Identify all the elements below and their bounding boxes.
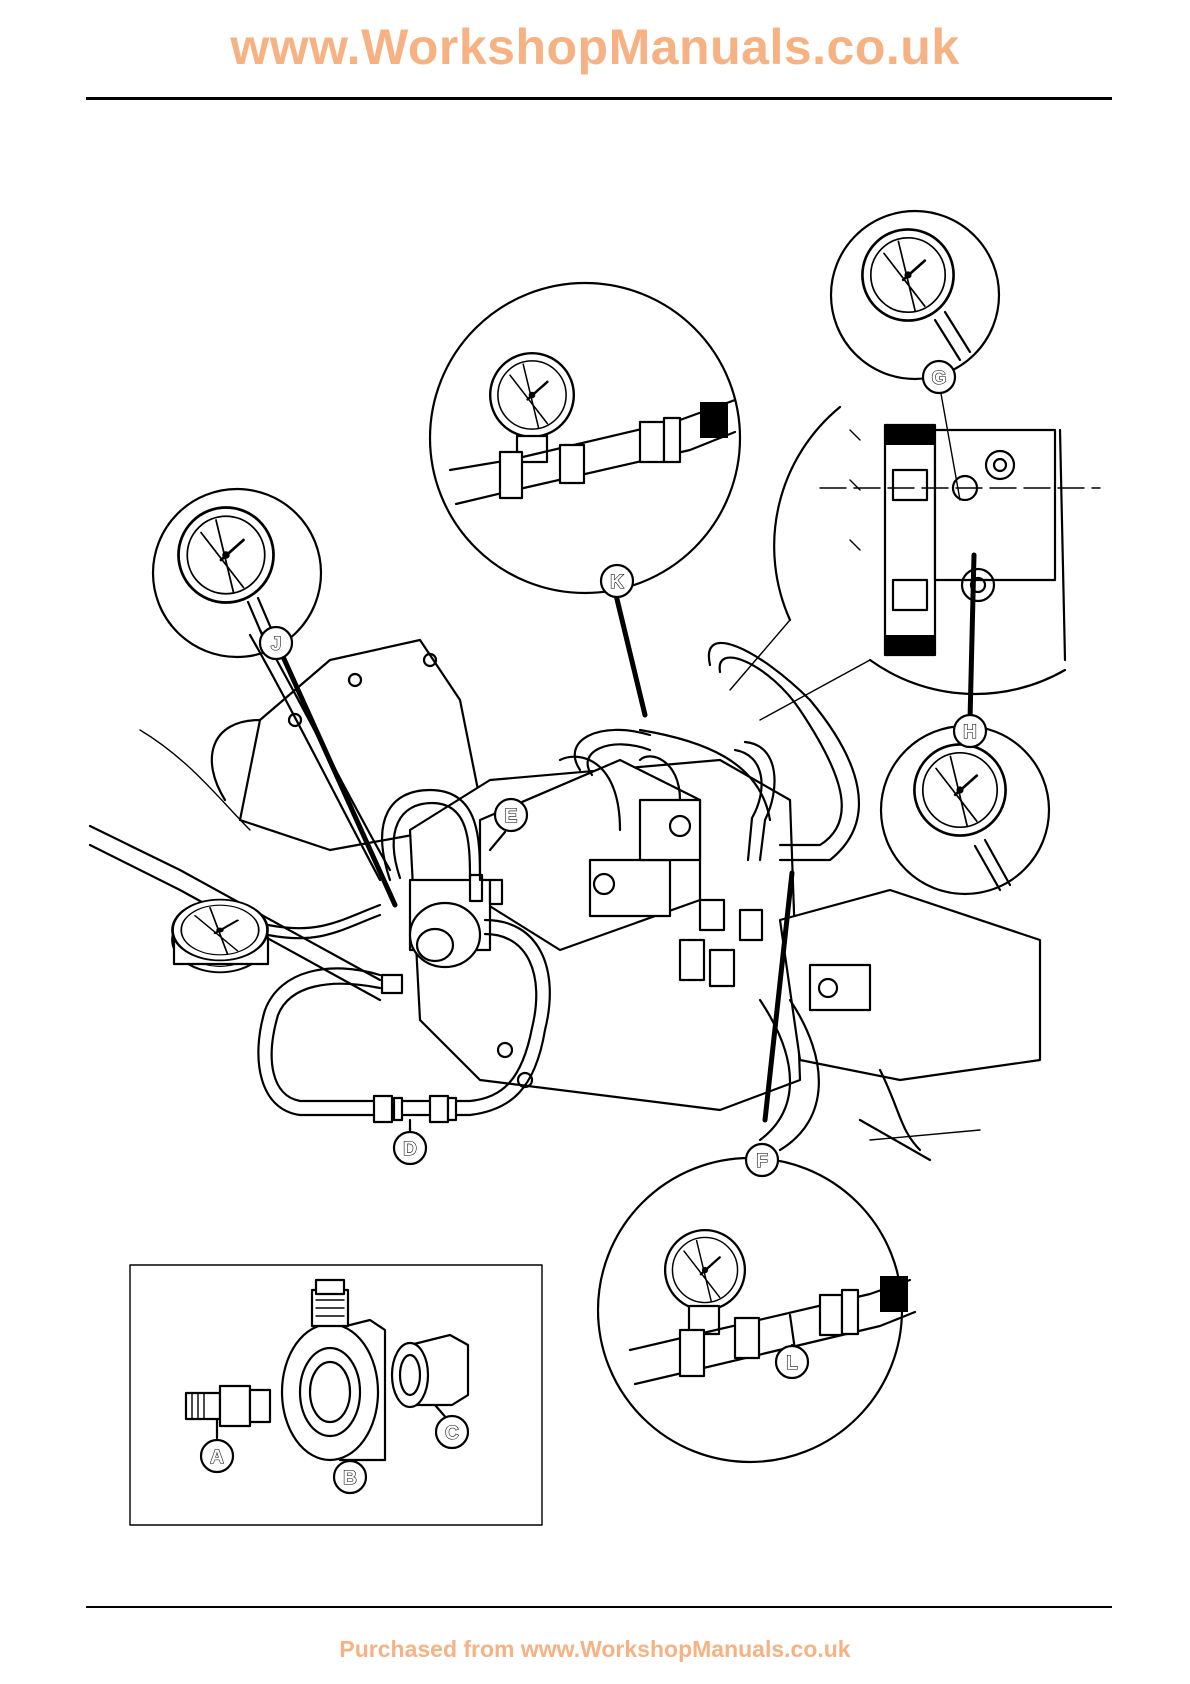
footer-purchase-link[interactable]: Purchased from www.WorkshopManuals.co.uk [0,1636,1190,1663]
callout-k: K [601,565,633,597]
callout-e: E [495,799,527,831]
callout-g: G [923,361,955,393]
detail-j [153,489,321,657]
svg-text:D: D [403,1139,417,1160]
detail-k [430,283,740,593]
callout-a: A [201,1440,233,1472]
footer-divider [86,1606,1112,1608]
svg-text:F: F [756,1151,768,1172]
svg-text:B: B [343,1468,357,1489]
callout-d: D [394,1132,426,1164]
svg-text:C: C [445,1423,459,1444]
callout-b: B [334,1461,366,1493]
detail-f [598,1158,915,1462]
detail-valve-block [730,407,1100,720]
callout-h: H [954,715,986,747]
detail-h [881,726,1049,894]
detail-g [831,211,999,379]
callout-j: J [260,627,292,659]
svg-text:G: G [932,368,947,389]
callout-c: C [436,1416,468,1448]
svg-text:A: A [210,1447,224,1468]
callout-f: F [746,1144,778,1176]
callout-l: L [776,1346,808,1378]
svg-text:J: J [271,634,282,655]
svg-text:L: L [786,1353,798,1374]
svg-text:H: H [963,722,977,743]
svg-text:E: E [505,806,518,827]
svg-text:K: K [610,572,624,593]
